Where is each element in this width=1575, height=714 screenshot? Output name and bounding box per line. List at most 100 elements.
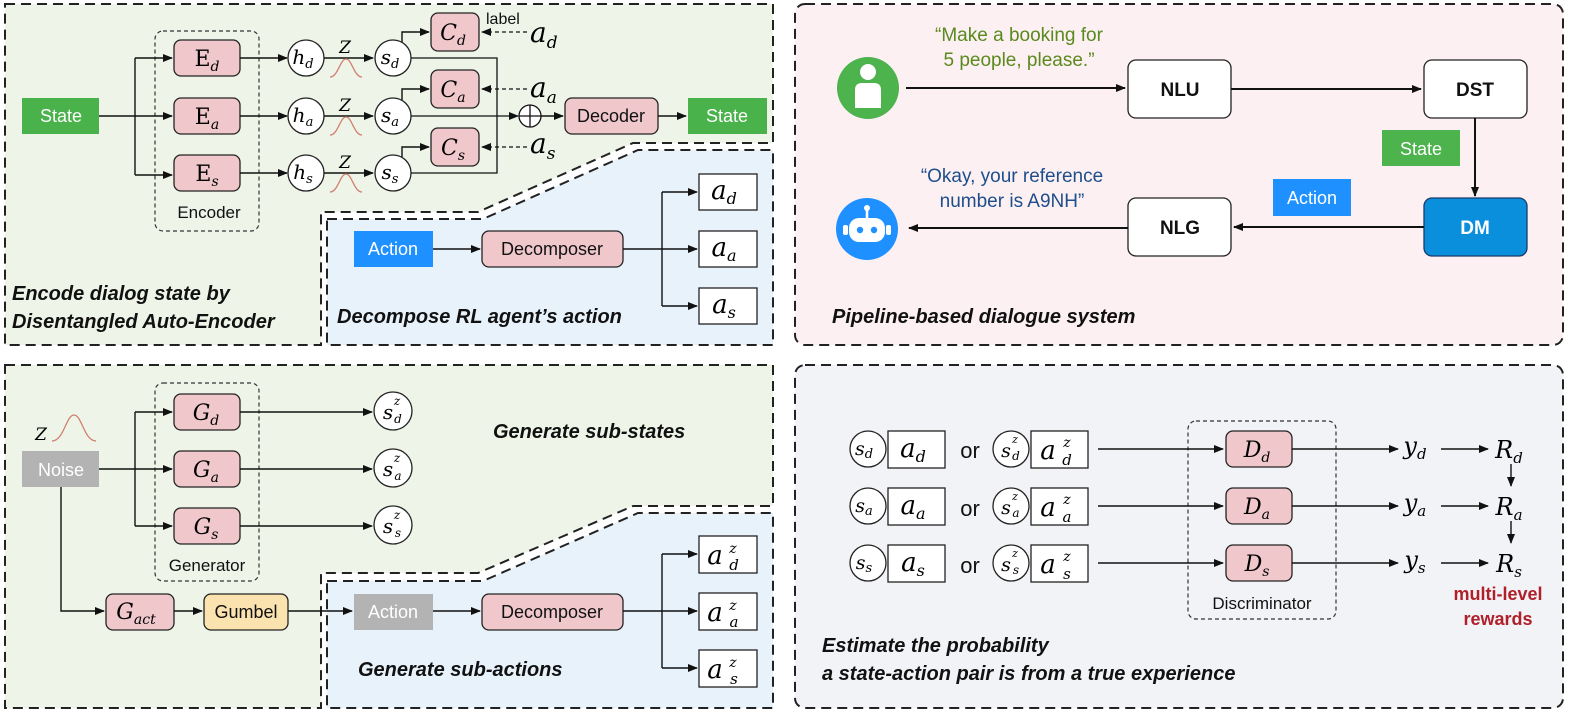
svg-text:a: a — [394, 469, 401, 483]
svg-text:a: a — [1063, 508, 1072, 526]
dst-label: DST — [1456, 80, 1494, 101]
svg-text:d: d — [1062, 451, 1072, 469]
bot-quote-line1: “Okay, your reference — [921, 166, 1103, 187]
svg-text:s: s — [1013, 563, 1019, 577]
gen-s-node-a: s z a — [373, 448, 413, 488]
svg-text:Cd: Cd — [440, 21, 466, 49]
discriminator-group-label: Discriminator — [1212, 594, 1312, 613]
encode-caption-line2: Disentangled Auto-Encoder — [12, 311, 276, 333]
user-icon — [837, 57, 899, 119]
svg-text:z: z — [1062, 492, 1071, 508]
svg-text:s: s — [383, 457, 393, 481]
encoder-group-label: Encoder — [177, 203, 241, 222]
svg-text:s: s — [395, 526, 401, 540]
gumbel-label: Gumbel — [214, 602, 277, 622]
gaussian-z-s: Z — [329, 153, 363, 193]
noise-box — [22, 451, 99, 487]
gact-box: Gact — [105, 593, 175, 631]
gen-sub-action-s: a z s — [698, 649, 758, 688]
svg-text:Rs: Rs — [1495, 550, 1522, 581]
gumbel-box — [203, 593, 289, 631]
svg-text:d: d — [1012, 449, 1020, 463]
state-tag-label: State — [1400, 139, 1442, 159]
disc-row-s: ss as or s z s a z s Ds ys Rs — [849, 544, 1522, 583]
classifier-d: Cd — [430, 12, 480, 52]
svg-text:Ds: Ds — [1244, 552, 1270, 580]
panel-generate: Z Noise Generator Gd Ga Gs s z — [4, 364, 774, 709]
decoder-label: Decoder — [577, 106, 645, 126]
action-tag — [1273, 179, 1351, 216]
decompose-caption: Decompose RL agent’s action — [337, 306, 622, 328]
sub-action-s: as — [698, 287, 758, 325]
gen-s-node-s: s z s — [373, 505, 413, 545]
encoder-d: Ed — [173, 39, 241, 77]
disc-row-a: sa aa or s z a a z a Da ya Ra — [849, 487, 1523, 526]
svg-text:as: as — [712, 290, 736, 322]
classifier-s: Cs — [430, 127, 480, 167]
svg-text:Z: Z — [338, 38, 352, 58]
gen-action-box — [354, 594, 433, 630]
estimate-caption-line1: Estimate the probability — [822, 635, 1050, 657]
svg-text:s: s — [730, 670, 738, 688]
gen-decomposer-label: Decomposer — [501, 602, 603, 622]
svg-text:a: a — [707, 541, 723, 571]
svg-text:z: z — [1011, 433, 1018, 446]
encoder-a: Ea — [173, 97, 241, 135]
generator-group-label: Generator — [169, 556, 246, 575]
svg-text:Z: Z — [338, 96, 352, 116]
svg-text:z: z — [1062, 549, 1071, 565]
noise-label: Noise — [38, 460, 84, 480]
svg-text:ya: ya — [1403, 489, 1427, 520]
svg-text:Ed: Ed — [194, 47, 219, 75]
svg-text:s: s — [1001, 497, 1011, 519]
bot-icon — [836, 198, 898, 260]
label-a-s: as — [530, 127, 556, 164]
svg-text:Z: Z — [34, 425, 48, 445]
bot-quote-line2: number is A9NH” — [940, 191, 1085, 212]
svg-text:sd: sd — [381, 45, 400, 72]
classifier-a: Ca — [430, 69, 480, 109]
sub-action-d: ad — [698, 173, 758, 211]
svg-text:sa: sa — [381, 103, 399, 130]
dm-label: DM — [1460, 218, 1490, 239]
state-input-label: State — [40, 106, 82, 126]
nlg-label: NLG — [1160, 218, 1200, 239]
s-node-a: sa — [374, 97, 412, 135]
state-tag — [1382, 130, 1460, 166]
encode-caption-line1: Encode dialog state by — [12, 283, 231, 305]
encoder-group — [154, 30, 260, 232]
action-box — [354, 231, 433, 267]
user-quote-line1: “Make a booking for — [935, 25, 1104, 46]
svg-text:hd: hd — [292, 45, 313, 72]
svg-text:z: z — [1062, 435, 1071, 451]
generator-a: Ga — [173, 450, 241, 488]
svg-text:Cs: Cs — [441, 136, 465, 164]
svg-text:a: a — [1040, 550, 1056, 580]
subactions-caption: Generate sub-actions — [358, 659, 563, 681]
generator-d: Gd — [173, 393, 241, 431]
svg-text:z: z — [1011, 490, 1018, 503]
svg-text:Ga: Ga — [193, 458, 219, 486]
svg-text:ha: ha — [293, 103, 314, 130]
substates-caption: Generate sub-states — [493, 421, 685, 443]
estimate-caption-line2: a state-action pair is from a true exper… — [822, 663, 1236, 685]
noise-gaussian: Z — [34, 414, 97, 445]
user-quote-line2: 5 people, please.” — [943, 50, 1094, 71]
gen-sub-action-d: a z d — [698, 535, 758, 574]
svg-text:or: or — [960, 496, 980, 521]
svg-text:d: d — [394, 412, 402, 426]
svg-text:Ea: Ea — [195, 105, 219, 133]
panel-pipeline: “Make a booking for 5 people, please.” N… — [794, 3, 1564, 346]
svg-text:yd: yd — [1402, 432, 1426, 463]
svg-text:s: s — [1063, 565, 1071, 583]
h-node-s: hs — [287, 154, 325, 192]
svg-text:aa: aa — [711, 233, 736, 265]
gen-action-label: Action — [368, 602, 418, 622]
svg-text:or: or — [960, 438, 980, 463]
svg-text:ys: ys — [1403, 546, 1426, 577]
svg-text:Gs: Gs — [194, 515, 219, 543]
svg-text:ss: ss — [382, 160, 399, 187]
svg-text:s: s — [383, 514, 393, 538]
